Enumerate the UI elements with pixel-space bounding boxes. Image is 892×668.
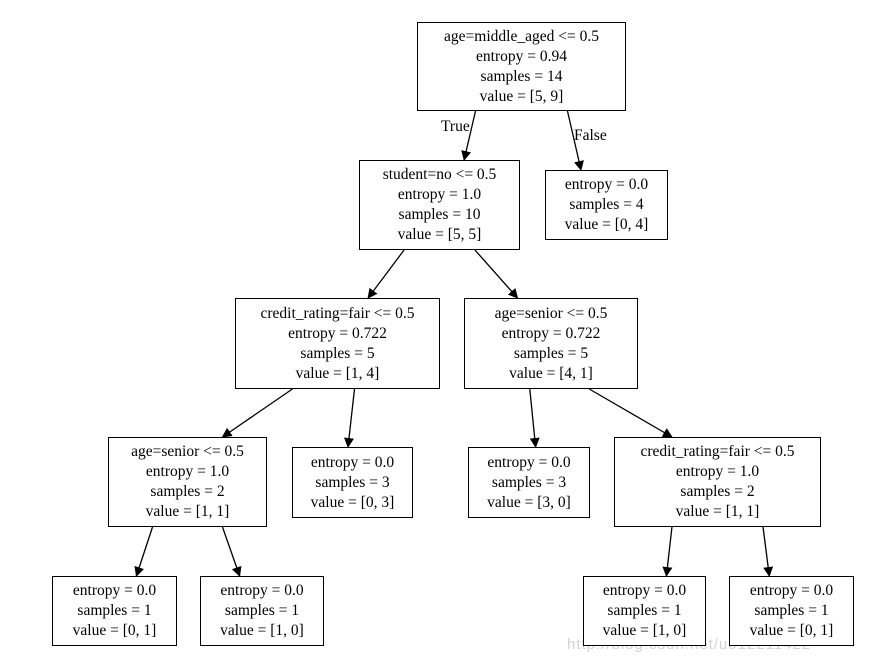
node-text-line: value = [1, 0] — [220, 622, 304, 639]
tree-edge-n0-n1 — [461, 110, 477, 161]
node-text-line: entropy = 0.0 — [310, 453, 395, 471]
tree-edge-n3-n5 — [221, 388, 293, 438]
tree-node-n0: age=middle_aged <= 0.5 entropy = 0.94 samp… — [417, 22, 626, 111]
node-text-line: samples = 3 — [491, 473, 567, 491]
tree-node-n4: age=senior <= 0.5 entropy = 0.722 samples … — [464, 298, 638, 389]
node-text-line: value = [3, 0] — [487, 493, 571, 511]
node-text-line: value = [1, 1] — [145, 503, 230, 520]
tree-node-n8: credit_rating=fair <= 0.5 entropy = 1.0 sa… — [614, 437, 821, 527]
node-text-line: entropy = 0.0 — [487, 453, 571, 471]
node-text-line: samples = 10 — [398, 206, 481, 223]
node-text-line: samples = 2 — [150, 483, 225, 500]
tree-edge-n8-n12 — [762, 526, 774, 577]
node-text-line: entropy = 0.0 — [72, 582, 157, 599]
tree-node-n10: entropy = 0.0 samples = 1 value = [1, 0] — [200, 576, 324, 646]
node-text-line: samples = 3 — [315, 473, 390, 491]
node-text-line: value = [0, 4] — [564, 216, 649, 233]
node-text-line: credit_rating=fair <= 0.5 — [640, 443, 795, 460]
node-text-line: entropy = 1.0 — [145, 463, 230, 480]
node-text-line: entropy = 0.0 — [564, 176, 649, 193]
node-text-line: value = [0, 3] — [310, 493, 395, 511]
tree-node-n2: entropy = 0.0 samples = 4 value = [0, 4] — [545, 170, 668, 240]
node-text-line: entropy = 0.722 — [501, 324, 601, 342]
edge-label-false: False — [574, 127, 607, 144]
node-text-line: value = [1, 1] — [675, 503, 760, 520]
tree-edge-n1-n4 — [474, 249, 519, 299]
node-text-line: samples = 1 — [607, 602, 682, 619]
node-text-line: value = [1, 0] — [602, 622, 687, 639]
edge-label-true: True — [441, 118, 470, 135]
node-text-line: entropy = 0.722 — [288, 324, 387, 342]
tree-node-n5: age=senior <= 0.5 entropy = 1.0 samples = … — [108, 437, 267, 527]
tree-edge-n4-n8 — [588, 388, 673, 438]
node-text-line: samples = 1 — [754, 602, 829, 619]
tree-node-n12: entropy = 0.0 samples = 1 value = [0, 1] — [729, 576, 854, 646]
tree-node-n9: entropy = 0.0 samples = 1 value = [0, 1] — [52, 576, 177, 646]
node-text-line: value = [0, 1] — [72, 622, 157, 639]
node-text-line: entropy = 0.0 — [749, 582, 834, 599]
tree-node-n1: student=no <= 0.5 entropy = 1.0 samples = … — [359, 160, 520, 250]
node-text-line: entropy = 1.0 — [675, 463, 760, 480]
node-text-line: value = [5, 5] — [397, 226, 482, 243]
tree-edge-n8-n11 — [662, 526, 673, 577]
node-text-line: credit_rating=fair <= 0.5 — [260, 304, 415, 322]
node-text-line: entropy = 0.94 — [476, 47, 567, 65]
node-text-line: entropy = 0.0 — [220, 582, 304, 599]
tree-edge-n0-n2 — [566, 110, 584, 171]
node-text-line: value = [1, 4] — [295, 364, 380, 382]
node-text-line: value = [0, 1] — [749, 622, 834, 639]
tree-node-n6: entropy = 0.0 samples = 3 value = [0, 3] — [292, 447, 413, 518]
tree-edge-n5-n9 — [134, 526, 154, 577]
node-text-line: entropy = 0.0 — [602, 582, 687, 599]
node-text-line: value = [4, 1] — [509, 364, 593, 382]
node-text-line: samples = 1 — [77, 602, 152, 619]
node-text-line: age=senior <= 0.5 — [131, 443, 244, 460]
node-text-line: samples = 5 — [300, 344, 375, 362]
tree-edge-n5-n10 — [221, 526, 242, 577]
tree-edge-n3-n6 — [344, 388, 356, 448]
node-text-line: age=middle_aged <= 0.5 — [444, 27, 599, 45]
node-text-line: samples = 1 — [224, 602, 300, 619]
node-text-line: value = [5, 9] — [479, 87, 564, 105]
tree-node-n11: entropy = 0.0 samples = 1 value = [1, 0] — [583, 576, 706, 646]
tree-node-n7: entropy = 0.0 samples = 3 value = [3, 0] — [468, 447, 590, 518]
tree-edge-n1-n3 — [367, 249, 405, 299]
node-text-line: age=senior <= 0.5 — [494, 304, 608, 322]
node-text-line: samples = 14 — [480, 67, 563, 85]
node-text-line: samples = 5 — [513, 344, 589, 362]
node-text-line: samples = 4 — [569, 196, 644, 213]
tree-edge-n4-n7 — [529, 388, 540, 448]
node-text-line: samples = 2 — [680, 483, 755, 500]
node-text-line: student=no <= 0.5 — [382, 166, 497, 183]
node-text-line: entropy = 1.0 — [397, 186, 482, 203]
tree-node-n3: credit_rating=fair <= 0.5 entropy = 0.722… — [235, 298, 440, 389]
